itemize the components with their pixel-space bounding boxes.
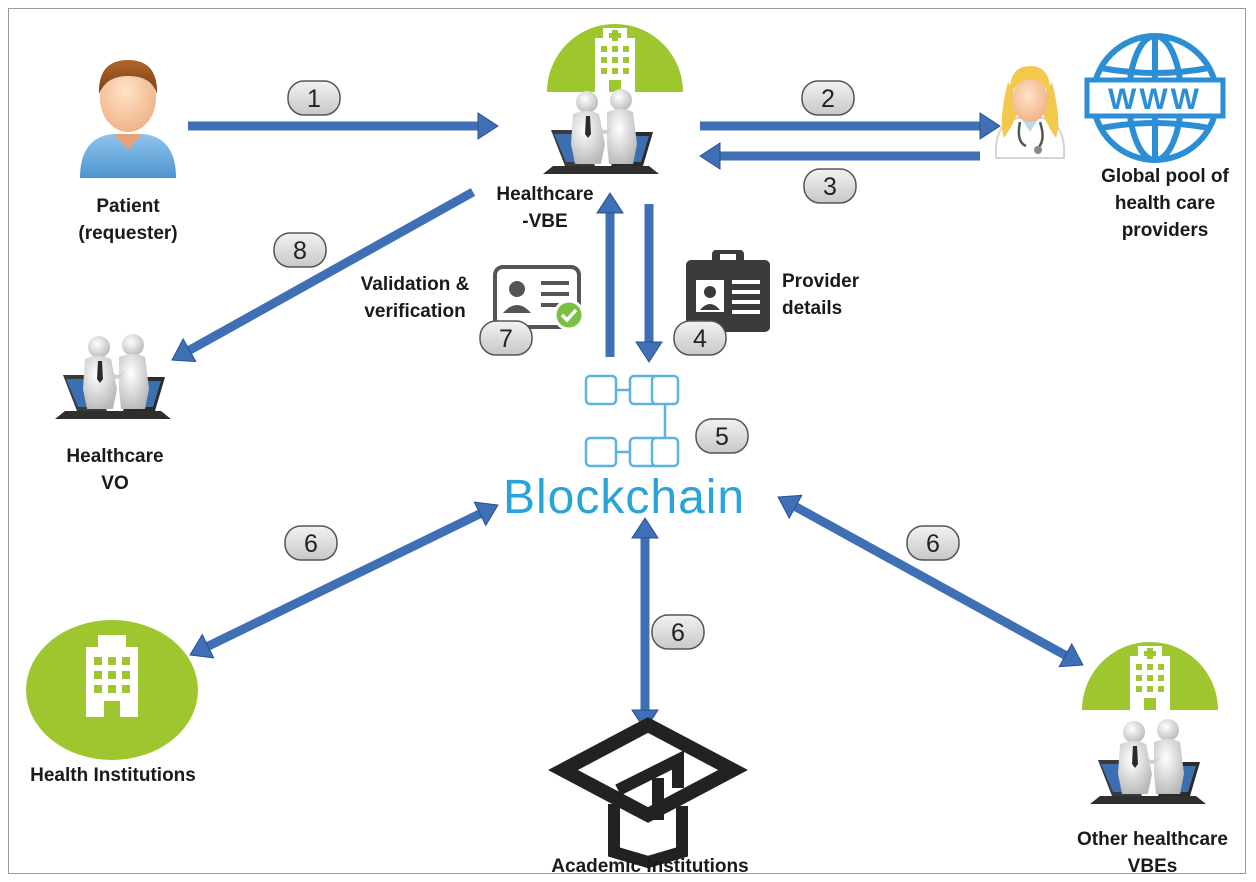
diagram-frame: [8, 8, 1246, 874]
step-number: 4: [693, 325, 707, 353]
step-badge-6: 6: [906, 525, 960, 561]
svg-text:WWW: WWW: [1108, 83, 1202, 116]
arrow-health-inst-blockchain: [189, 501, 499, 659]
arrow-patient-to-vbe: [188, 112, 499, 140]
health-institutions-icon: [26, 620, 198, 760]
step-number: 2: [821, 85, 835, 113]
health-institutions-label: Health Institutions: [30, 765, 196, 786]
step-badge-6: 6: [651, 614, 705, 650]
step-number: 7: [499, 325, 513, 353]
graduation-cap-icon: [548, 717, 748, 869]
step-badge-5: 5: [695, 418, 749, 454]
patient-label: Patient (requester): [78, 196, 178, 244]
other-vbes-icon: [1082, 642, 1218, 804]
step-number: 6: [671, 619, 685, 647]
step-badge-3: 3: [803, 168, 857, 204]
step-badge-4: 4: [673, 320, 727, 356]
healthcare-vo-label: Healthcare VO: [66, 446, 164, 494]
www-globe-icon: WWW: [1084, 33, 1226, 163]
step-badge-8: 8: [273, 232, 327, 268]
blockchain-icon: [584, 374, 680, 468]
step-number: 8: [293, 237, 307, 265]
blockchain-label: Blockchain: [503, 471, 746, 524]
step-badge-6: 6: [284, 525, 338, 561]
doctor-icon: [994, 66, 1066, 159]
step-badge-1: 1: [287, 80, 341, 116]
provider-details-label: Provider details: [782, 271, 860, 319]
other-vbes-label: Other healthcare VBEs: [1077, 829, 1228, 877]
arrow-vbe-to-blockchain: [635, 204, 663, 363]
arrow-vbe-to-pool: [700, 112, 1001, 140]
patient-icon: [80, 60, 176, 178]
arrow-other-vbes-blockchain: [777, 494, 1084, 668]
healthcare-vo-icon: [55, 334, 171, 419]
step-number: 1: [307, 85, 321, 113]
healthcare-vbe-label: Healthcare -VBE: [496, 184, 594, 232]
arrow-pool-to-vbe: [699, 142, 980, 170]
step-number: 6: [304, 530, 318, 558]
healthcare-vbe-icon: [543, 24, 683, 174]
validation-label: Validation & verification: [360, 274, 470, 322]
arrows-layer: [171, 112, 1084, 731]
clipboard-id-icon: [686, 250, 770, 332]
academic-institutions-label: Academic Institutions: [551, 856, 749, 877]
arrow-blockchain-to-vbe: [596, 192, 624, 357]
id-card-check-icon: [493, 265, 585, 331]
step-number: 5: [715, 423, 729, 451]
badges-layer: 1 2 3 4 5 6 6 6 7 8: [273, 80, 960, 650]
step-badge-7: 7: [479, 320, 533, 356]
step-number: 3: [823, 173, 837, 201]
arrow-vbe-to-vo: [171, 188, 476, 363]
step-badge-2: 2: [801, 80, 855, 116]
global-pool-label: Global pool of health care providers: [1101, 166, 1229, 241]
step-number: 6: [926, 530, 940, 558]
